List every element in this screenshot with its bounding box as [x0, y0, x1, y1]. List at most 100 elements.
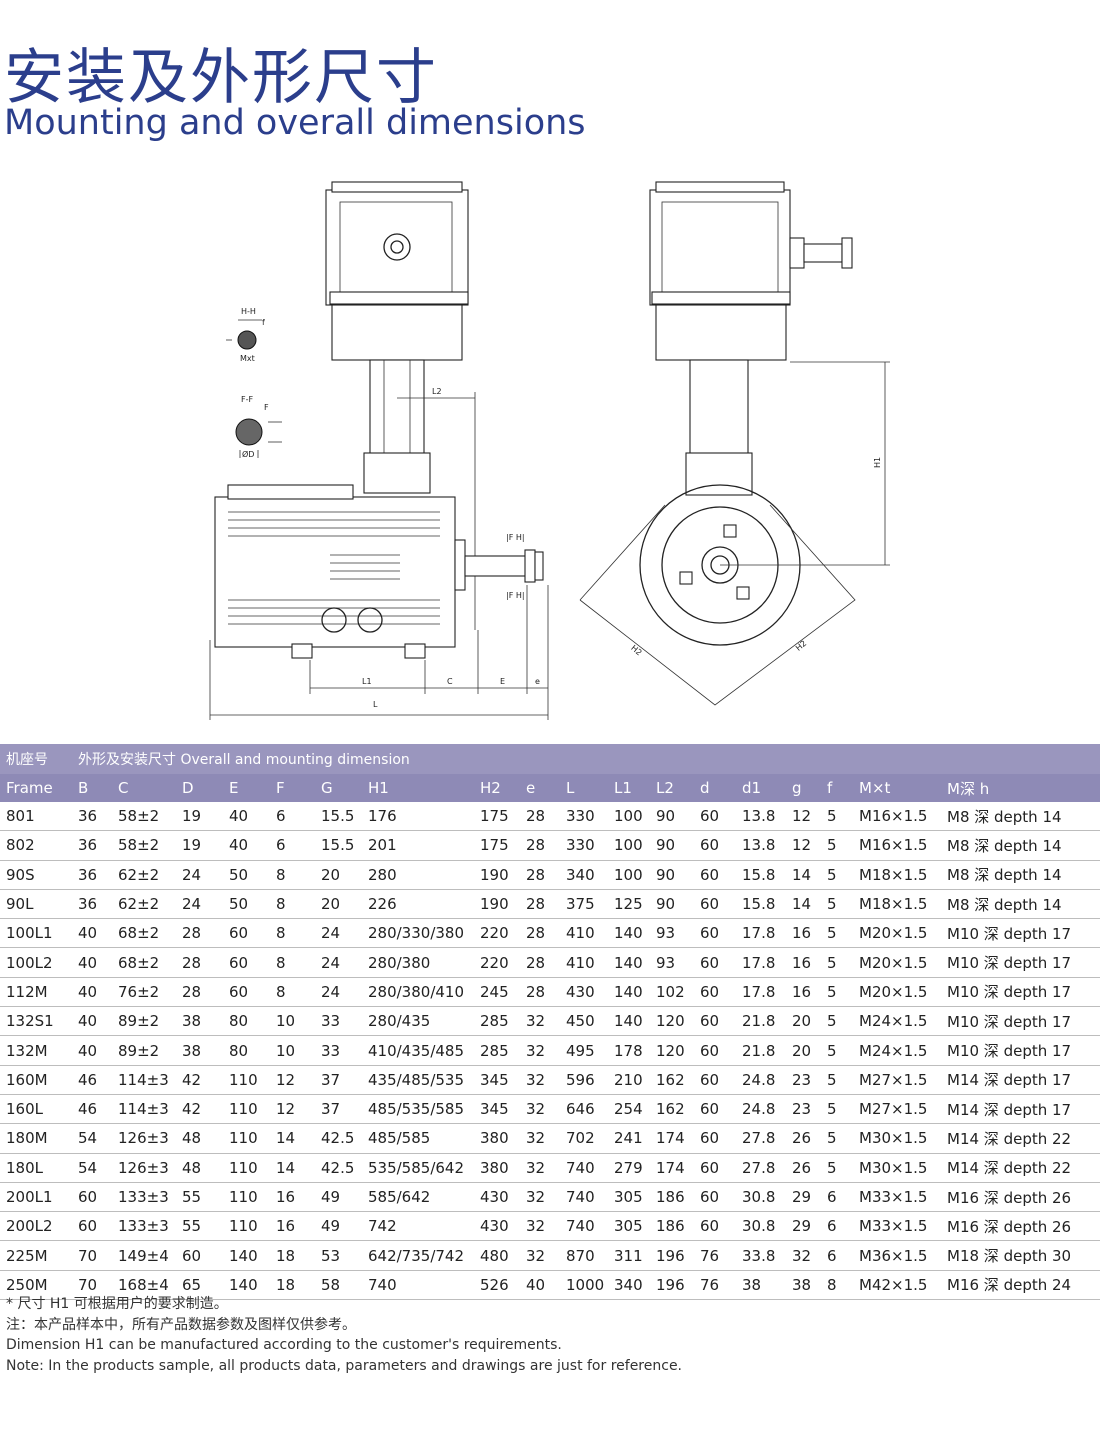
table-cell: 33 — [315, 1006, 362, 1037]
table-cell: 14 — [270, 1123, 315, 1154]
table-cell: 102 — [650, 977, 694, 1008]
column-header: Frame — [0, 774, 72, 802]
table-cell: 15.8 — [736, 860, 786, 890]
table-cell: 20 — [315, 889, 362, 920]
table-cell: 27.8 — [736, 1123, 786, 1154]
table-cell: 24 — [176, 889, 223, 920]
table-cell: 8 — [270, 918, 315, 949]
table-cell: 190 — [474, 860, 520, 890]
table-cell: M30×1.5 — [853, 1123, 941, 1154]
table-cell: 12 — [786, 830, 821, 861]
table-cell: 60 — [694, 918, 736, 949]
table-cell: 38 — [176, 1006, 223, 1037]
table-cell: 65 — [176, 1270, 223, 1301]
table-cell: 60 — [223, 977, 270, 1008]
table-cell: 93 — [650, 918, 694, 949]
label-fh-top: |F H| — [506, 533, 525, 542]
table-cell: M18×1.5 — [853, 889, 941, 920]
table-cell: 20 — [786, 1006, 821, 1037]
group-label: 机座号 — [0, 744, 72, 774]
table-cell: 126±3 — [112, 1123, 176, 1154]
table-cell: 28 — [520, 802, 560, 832]
table-cell: 80 — [223, 1006, 270, 1037]
front-view-diagram: L2 |F H| |F H| — [209, 181, 549, 720]
table-cell: 311 — [608, 1240, 650, 1271]
table-cell: 28 — [176, 918, 223, 949]
column-header: M×t — [853, 774, 941, 802]
table-cell: 21.8 — [736, 1035, 786, 1066]
table-cell: 42 — [176, 1094, 223, 1125]
table-cell: 38 — [176, 1035, 223, 1066]
table-cell: 210 — [608, 1065, 650, 1095]
table-cell: 24 — [176, 860, 223, 890]
table-cell: 36 — [72, 802, 112, 832]
table-cell: 60 — [223, 947, 270, 978]
table-cell: 226 — [362, 889, 474, 920]
table-cell: 70 — [72, 1270, 112, 1301]
table-cell: M14 深 depth 22 — [941, 1123, 1100, 1154]
table-cell: 114±3 — [112, 1094, 176, 1125]
table-cell: 30.8 — [736, 1182, 786, 1213]
table-cell: 140 — [608, 1006, 650, 1037]
table-cell: 40 — [72, 977, 112, 1008]
label-h1: H1 — [873, 457, 882, 468]
table-cell: 37 — [315, 1065, 362, 1095]
column-header: B — [72, 774, 112, 802]
table-cell: 802 — [0, 830, 72, 861]
table-cell: 20 — [315, 860, 362, 890]
table-cell: M14 深 depth 17 — [941, 1065, 1100, 1095]
table-cell: 526 — [474, 1270, 520, 1301]
table-cell: 110 — [223, 1211, 270, 1242]
table-cell: 100L1 — [0, 918, 72, 949]
table-cell: M20×1.5 — [853, 947, 941, 978]
group-title: 外形及安装尺寸 Overall and mounting dimension — [72, 744, 1100, 774]
label-e-small: e — [535, 677, 540, 686]
table-cell: M30×1.5 — [853, 1153, 941, 1183]
table-cell: 38 — [786, 1270, 821, 1301]
table-cell: 28 — [520, 947, 560, 978]
table-cell: 220 — [474, 918, 520, 949]
label-l1: L1 — [362, 677, 372, 686]
table-cell: 90L — [0, 889, 72, 920]
table-cell: M20×1.5 — [853, 977, 941, 1008]
table-cell: 8 — [270, 860, 315, 890]
table-cell: 8 — [270, 947, 315, 978]
table-cell: 60 — [694, 1123, 736, 1154]
table-cell: M16×1.5 — [853, 802, 941, 832]
table-cell: 485/535/585 — [362, 1094, 474, 1125]
table-cell: 100 — [608, 860, 650, 890]
table-cell: 14 — [786, 889, 821, 920]
label-od: ØD — [242, 449, 254, 459]
table-cell: 76 — [694, 1240, 736, 1271]
label-mxt: Mxt — [240, 354, 255, 363]
table-cell: 285 — [474, 1035, 520, 1066]
table-cell: 5 — [821, 1123, 853, 1154]
table-cell: 596 — [560, 1065, 608, 1095]
table-cell: 801 — [0, 802, 72, 832]
column-header: e — [520, 774, 560, 802]
table-cell: 5 — [821, 977, 853, 1008]
table-cell: 28 — [520, 918, 560, 949]
table-cell: 50 — [223, 889, 270, 920]
table-cell: 140 — [223, 1270, 270, 1301]
table-cell: 345 — [474, 1065, 520, 1095]
notes: * 尺寸 H1 可根据用户的要求制造。 注：本产品样本中，所有产品数据参数及图样… — [6, 1294, 682, 1376]
table-cell: 642/735/742 — [362, 1240, 474, 1271]
section-ff-diagram: F-F F ØD — [235, 395, 282, 459]
table-cell: 330 — [560, 802, 608, 832]
table-cell: 340 — [608, 1270, 650, 1301]
column-header: L — [560, 774, 608, 802]
table-cell: 60 — [72, 1211, 112, 1242]
table-cell: 60 — [223, 918, 270, 949]
table-cell: 190 — [474, 889, 520, 920]
table-cell: 430 — [474, 1211, 520, 1242]
table-cell: 33 — [315, 1035, 362, 1066]
table-cell: 55 — [176, 1182, 223, 1213]
page-title-en: Mounting and overall dimensions — [4, 103, 586, 143]
table-cell: M8 深 depth 14 — [941, 889, 1100, 920]
